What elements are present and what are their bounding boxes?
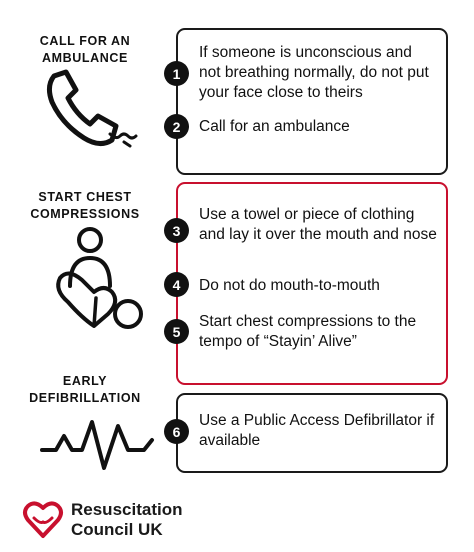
phone-icon — [46, 69, 138, 148]
section-title-defibrillation: EARLY DEFIBRILLATION — [29, 374, 141, 405]
step-number-2: 2 — [164, 114, 189, 139]
section-title-compressions: START CHEST COMPRESSIONS — [30, 190, 140, 221]
step-number-3: 3 — [164, 218, 189, 243]
logo-line-2: Council UK — [71, 520, 163, 539]
logo-line-1: Resuscitation — [71, 500, 183, 519]
step-number-1: 1 — [164, 61, 189, 86]
step-text-4: Do not do mouth-to-mouth — [199, 277, 380, 294]
step-number-6: 6 — [164, 419, 189, 444]
step-card-ambulance — [176, 28, 448, 175]
step-text-2: Call for an ambulance — [199, 118, 350, 135]
section-title-ambulance: CALL FOR AN AMBULANCE — [39, 34, 131, 65]
heart-hands-icon — [23, 501, 63, 538]
step-number-5: 5 — [164, 319, 189, 344]
step-number-4: 4 — [164, 272, 189, 297]
step-text-1: If someone is unconscious and not breath… — [199, 44, 429, 101]
step-card-compressions — [176, 182, 448, 385]
cpr-person-icon — [56, 227, 143, 329]
heartbeat-icon — [40, 420, 154, 470]
step-text-3: Use a towel or piece of clothing and lay… — [199, 206, 437, 243]
step-text-5: Start chest compressions to the tempo of… — [199, 313, 417, 350]
step-card-defibrillation — [176, 393, 448, 473]
step-text-6: Use a Public Access Defibrillator if ava… — [199, 412, 435, 449]
